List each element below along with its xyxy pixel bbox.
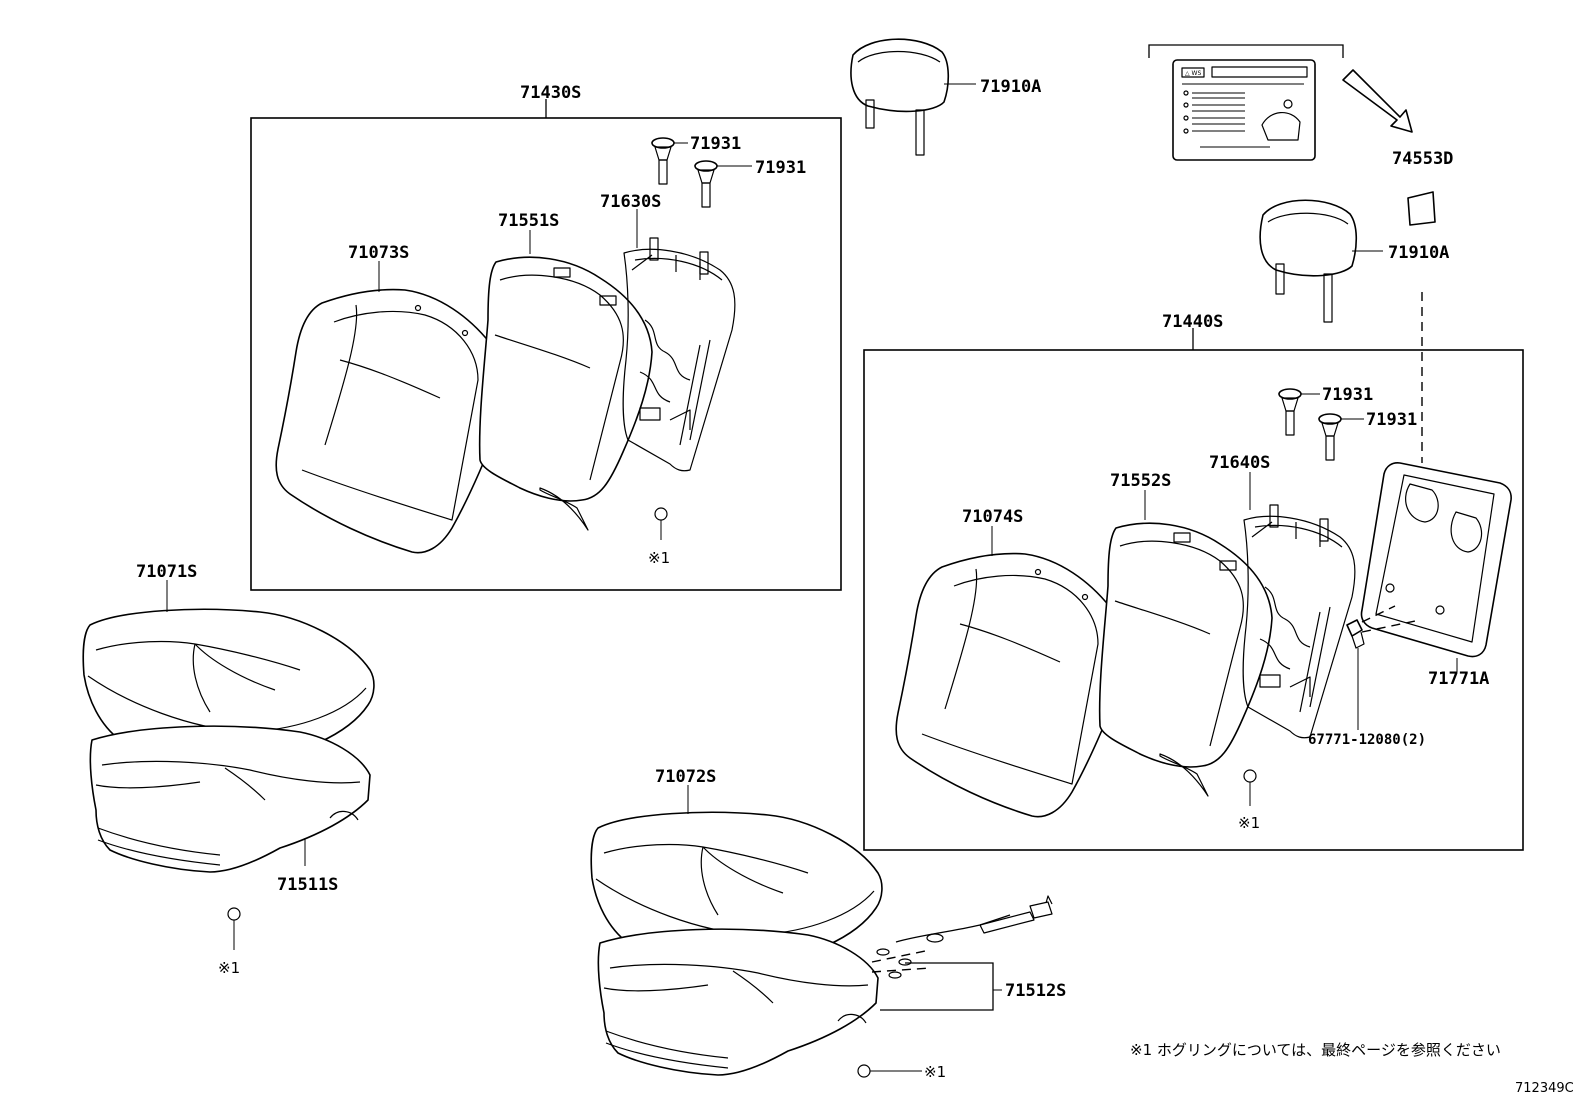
label-71640s: 71640S	[1209, 453, 1270, 473]
label-71771a: 71771A	[1428, 669, 1489, 689]
headrest-support-left	[651, 137, 752, 208]
svg-text:△ WS: △ WS	[1185, 70, 1201, 77]
seat-back-pad-right	[1098, 522, 1273, 797]
label-71073s: 71073S	[348, 243, 409, 263]
hog-ring-right-box	[1243, 769, 1257, 806]
symbol-hog-ring-cushion-left: ※1	[218, 959, 240, 977]
seat-harness	[871, 895, 1053, 979]
headrest-top	[850, 38, 976, 156]
label-71430s: 71430S	[520, 83, 581, 103]
label-71511s: 71511S	[277, 875, 338, 895]
seat-cushion-pad-left	[89, 725, 371, 873]
label-71910a-top: 71910A	[980, 77, 1041, 97]
seat-back-cover-left	[275, 288, 506, 554]
symbol-hog-ring-cushion-right: ※1	[924, 1063, 946, 1081]
seat-back-pad-left	[478, 256, 653, 531]
seat-cushion-cover-left	[82, 608, 375, 768]
bracket-71512s	[880, 962, 994, 1011]
hog-ring-cushion-right	[857, 1064, 922, 1078]
leader-lines	[166, 209, 1251, 814]
symbol-hog-ring-left-box: ※1	[648, 549, 670, 567]
label-71071s: 71071S	[136, 562, 197, 582]
label-71931-left-1: 71931	[690, 134, 741, 154]
label-part	[1407, 191, 1436, 226]
symbol-hog-ring-right-box: ※1	[1238, 814, 1260, 832]
label-74553d: 74553D	[1392, 149, 1453, 169]
footnote: ※1 ホグリングについては、最終ページを参照ください	[1130, 1041, 1501, 1059]
seat-back-board	[1360, 462, 1512, 672]
seat-back-frame-left	[622, 237, 736, 472]
headrest-support-right	[1278, 388, 1364, 461]
label-71931-right-2: 71931	[1366, 410, 1417, 430]
label-71072s: 71072S	[655, 767, 716, 787]
diagram-code: 712349C	[1515, 1081, 1574, 1096]
hog-ring-cushion-left	[227, 907, 241, 950]
label-71512s: 71512S	[1005, 981, 1066, 1001]
label-67771-12080: 67771-12080(2)	[1308, 732, 1426, 748]
label-71931-left-2: 71931	[755, 158, 806, 178]
hog-ring-left-box	[654, 507, 668, 540]
label-arrow-icon	[1342, 69, 1413, 133]
label-71910a-right: 71910A	[1388, 243, 1449, 263]
seat-back-cover-right	[895, 552, 1126, 818]
seat-cushion-pad-right	[597, 928, 879, 1076]
label-71551s: 71551S	[498, 211, 559, 231]
label-71552s: 71552S	[1110, 471, 1171, 491]
seat-back-frame-right	[1242, 504, 1356, 739]
warning-label: △ WS	[1148, 44, 1344, 161]
headrest-right	[1259, 199, 1383, 323]
label-71440s: 71440S	[1162, 312, 1223, 332]
label-71074s: 71074S	[962, 507, 1023, 527]
seat-cushion-cover-right	[590, 811, 883, 971]
label-71630s: 71630S	[600, 192, 661, 212]
label-71931-right-1: 71931	[1322, 385, 1373, 405]
clip-part	[1346, 605, 1421, 730]
